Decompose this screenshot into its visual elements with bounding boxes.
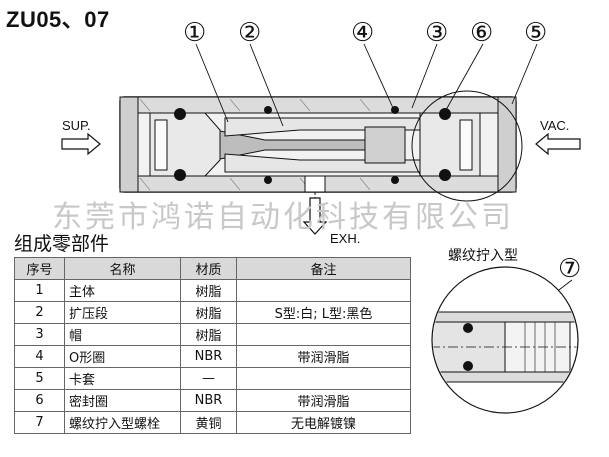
row-remarks xyxy=(236,367,411,390)
table-row: 7 螺纹拧入型螺栓 黄铜 无电解镀镍 xyxy=(14,411,411,434)
callout-1: ① xyxy=(183,18,207,48)
vac-label: VAC. xyxy=(540,118,570,133)
table-row: 5 卡套 — xyxy=(14,367,411,390)
ejector-body xyxy=(119,96,517,198)
sup-arrow xyxy=(61,132,101,156)
callout-3: ③ xyxy=(425,18,449,48)
header-material: 材质 xyxy=(180,257,237,280)
row-material: 黄铜 xyxy=(180,411,237,434)
header-remarks: 备注 xyxy=(236,257,411,280)
row-material: 树脂 xyxy=(180,301,237,324)
callout-7: ⑦ xyxy=(558,254,582,284)
vac-arrow xyxy=(535,132,581,156)
row-no: 3 xyxy=(14,323,65,346)
row-no: 1 xyxy=(14,279,65,302)
thread-detail-title: 螺纹拧入型 xyxy=(448,248,518,264)
section-title: 组成零部件 xyxy=(14,233,110,255)
table-row: 1 主体 树脂 xyxy=(14,279,411,302)
callout-5: ⑤ xyxy=(524,18,548,48)
row-no: 6 xyxy=(14,389,65,412)
row-name: 主体 xyxy=(64,279,181,302)
row-material: NBR xyxy=(180,345,237,368)
table-row: 4 O形圈 NBR 带润滑脂 xyxy=(14,345,411,368)
row-name: 螺纹拧入型螺栓 xyxy=(64,411,181,434)
exh-arrow xyxy=(302,197,328,235)
exh-label: EXH. xyxy=(330,231,361,246)
row-no: 2 xyxy=(14,301,65,324)
row-remarks: 带润滑脂 xyxy=(236,389,411,412)
table-header-row: 序号 名称 材质 备注 xyxy=(14,257,411,280)
row-name: 卡套 xyxy=(64,367,181,390)
table-row: 3 帽 树脂 xyxy=(14,323,411,346)
row-remarks xyxy=(236,323,411,346)
row-no: 7 xyxy=(14,411,65,434)
row-name: 帽 xyxy=(64,323,181,346)
model-title: ZU05、07 xyxy=(6,7,110,32)
row-remarks: 无电解镀镍 xyxy=(236,411,411,434)
header-name: 名称 xyxy=(64,257,181,280)
row-name: 扩压段 xyxy=(64,301,181,324)
header-no: 序号 xyxy=(14,257,65,280)
table-row: 6 密封圈 NBR 带润滑脂 xyxy=(14,389,411,412)
row-remarks xyxy=(236,279,411,302)
row-name: 密封圈 xyxy=(64,389,181,412)
row-no: 4 xyxy=(14,345,65,368)
row-material: — xyxy=(180,367,237,390)
callout-4: ④ xyxy=(351,18,375,48)
parts-table: 序号 名称 材质 备注 1 主体 树脂 2 扩压段 树脂 S型:白; L型:黑色… xyxy=(14,257,411,434)
row-material: 树脂 xyxy=(180,279,237,302)
detail-highlight-circle xyxy=(411,90,523,202)
row-no: 5 xyxy=(14,367,65,390)
sup-label: SUP. xyxy=(62,118,91,133)
row-remarks: 带润滑脂 xyxy=(236,345,411,368)
row-material: NBR xyxy=(180,389,237,412)
row-material: 树脂 xyxy=(180,323,237,346)
callout-2: ② xyxy=(238,18,262,48)
thread-detail-view xyxy=(431,266,579,414)
callout-6: ⑥ xyxy=(470,18,494,48)
row-name: O形圈 xyxy=(64,345,181,368)
watermark-text: 东莞市鸿诺自动化科技有限公司 xyxy=(52,200,514,235)
row-remarks: S型:白; L型:黑色 xyxy=(236,301,411,324)
table-row: 2 扩压段 树脂 S型:白; L型:黑色 xyxy=(14,301,411,324)
